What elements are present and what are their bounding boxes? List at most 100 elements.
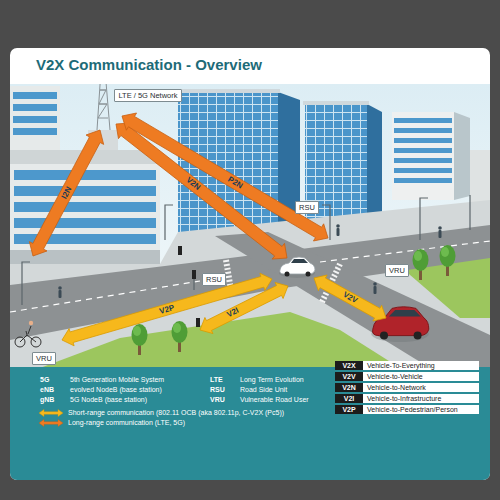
- tree: [441, 247, 449, 257]
- legend-text: Short-range communication (802.11 OCB (a…: [68, 408, 284, 417]
- abbreviation-meaning: Road Side Unit: [240, 385, 287, 394]
- pedestrian: [336, 224, 340, 228]
- building-far-right: [394, 158, 452, 163]
- street-light: [22, 262, 30, 305]
- building-far-right: [392, 112, 490, 210]
- arrow-label: P2N: [227, 176, 244, 191]
- building-top-left: [13, 128, 57, 135]
- legend-row: Short-range communication (802.11 OCB (a…: [38, 408, 284, 417]
- box-text: RSU: [206, 275, 222, 284]
- road: [10, 225, 490, 368]
- car-white: [285, 272, 290, 277]
- abbreviation-meaning: Long Term Evolution: [240, 375, 304, 384]
- abbreviation: RSU: [210, 385, 225, 394]
- arrow-label: V2N: [184, 176, 201, 192]
- term-tag: V2P: [335, 405, 363, 414]
- cell-tower: [93, 84, 113, 130]
- legend-arrow: [39, 419, 63, 426]
- abbreviation: eNB: [40, 385, 54, 394]
- term-tag: V2I: [335, 394, 363, 403]
- legend-swatch: [38, 409, 64, 417]
- arrow-label: V2V: [341, 291, 358, 305]
- building-left: [10, 130, 160, 264]
- pedestrian: [59, 290, 62, 298]
- abbreviation-meaning: Vulnerable Road User: [240, 395, 309, 404]
- abbreviation: gNB: [40, 395, 54, 404]
- traffic-light: [192, 270, 196, 279]
- arrow-label: V2P: [159, 304, 176, 316]
- term-row: V2NVehicle-to-Network: [335, 383, 479, 392]
- building-far-right: [394, 168, 452, 173]
- teal-panel: [10, 367, 490, 480]
- building-top-left: [13, 92, 57, 99]
- abbreviation-meaning: evolved NodeB (base station): [70, 385, 162, 394]
- sky: [10, 84, 490, 368]
- car-red: [380, 332, 388, 340]
- term-tag: V2X: [335, 361, 363, 370]
- car-white: [280, 257, 315, 274]
- label-box: LTE / 5G Network: [114, 89, 181, 102]
- box-text: VRU: [389, 266, 405, 275]
- label-box: VRU: [385, 264, 409, 277]
- term-meaning: Vehicle-to-Pedestrian/Person: [363, 405, 479, 414]
- legend-arrow: [39, 409, 63, 416]
- abbreviation: LTE: [210, 375, 223, 384]
- short-range-arrow: [62, 273, 272, 346]
- tree: [173, 323, 181, 333]
- cell-tower: [97, 84, 110, 130]
- building-far-right: [392, 112, 454, 200]
- street-light: [193, 279, 194, 290]
- term-row: V2XVehicle-To-Everything: [335, 361, 479, 370]
- pedestrian: [58, 286, 62, 290]
- building-far-right: [394, 138, 452, 143]
- legend-text: Long-range communication (LTE, 5G): [68, 418, 185, 427]
- city-scene: [10, 84, 490, 368]
- tree: [133, 326, 141, 336]
- box-text: RSU: [299, 203, 315, 212]
- abbreviation-meaning: 5th Generation Mobile System: [70, 375, 164, 384]
- box-text: VRU: [36, 354, 52, 363]
- label-box: VRU: [32, 352, 56, 365]
- box-text: LTE / 5G Network: [118, 91, 177, 100]
- traffic-light: [196, 318, 200, 327]
- arrow-label: I2N: [60, 186, 73, 201]
- term-row: V2IVehicle-to-Infrastructure: [335, 394, 479, 403]
- abbreviation: VRU: [210, 395, 225, 404]
- building-right: [367, 104, 382, 224]
- building-left: [14, 186, 156, 196]
- term-row: V2VVehicle-to-Vehicle: [335, 372, 479, 381]
- car-white: [291, 259, 308, 263]
- traffic-light: [178, 246, 182, 255]
- pedestrian: [438, 226, 442, 230]
- building-far-right: [394, 118, 452, 123]
- legend-row: Long-range communication (LTE, 5G): [38, 418, 185, 427]
- long-range-arrow: [122, 113, 328, 241]
- term-meaning: Vehicle-to-Vehicle: [363, 372, 479, 381]
- street-light: [165, 205, 173, 240]
- abbreviation-meaning: 5G NodeB (base station): [70, 395, 147, 404]
- car-white: [279, 257, 315, 278]
- tree: [413, 249, 429, 271]
- cyclist: [29, 321, 33, 325]
- tree: [132, 324, 148, 346]
- building-right: [303, 101, 369, 105]
- tree: [414, 251, 422, 261]
- long-range-arrow: [116, 123, 287, 259]
- car-red: [414, 332, 422, 340]
- street-light: [469, 195, 470, 230]
- label-box: RSU: [295, 201, 319, 214]
- building-top-left: [10, 86, 60, 150]
- pedestrian: [439, 230, 442, 238]
- legend-swatch: [38, 419, 64, 427]
- term-meaning: Vehicle-To-Everything: [363, 361, 479, 370]
- building-top-left: [13, 104, 57, 111]
- traffic-light: [178, 246, 200, 327]
- pedestrian: [337, 228, 340, 236]
- pedestrian: [373, 282, 377, 286]
- term-row: V2PVehicle-to-Pedestrian/Person: [335, 405, 479, 414]
- building-far-right: [394, 128, 452, 133]
- term-meaning: Vehicle-to-Infrastructure: [363, 394, 479, 403]
